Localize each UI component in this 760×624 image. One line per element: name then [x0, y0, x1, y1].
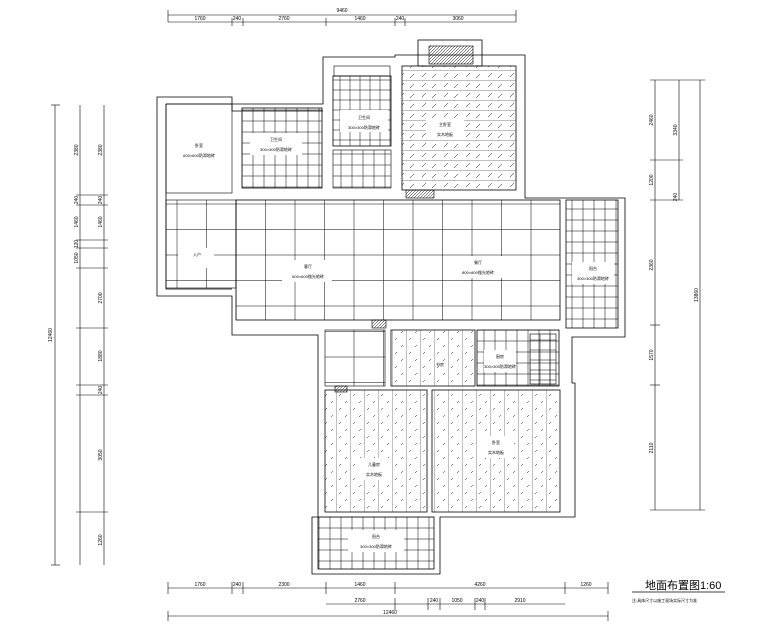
balcony-top	[417, 39, 483, 67]
top-dim-5: 240	[396, 16, 405, 22]
left-dim-8: 240	[98, 386, 104, 395]
left-dim-3b: 1460	[98, 216, 104, 227]
top-dim-1: 1760	[194, 16, 205, 22]
top-dim-2: 240	[233, 16, 242, 22]
right-dim-5: 2110	[649, 442, 655, 453]
room-spec-living: 600×600抛光地砖	[292, 273, 324, 279]
column-1	[371, 319, 387, 329]
top-dimensions	[167, 10, 517, 26]
left-dim-6: 2700	[98, 292, 104, 303]
room-spec-balcony-bottom: 300×300防滑地砖	[360, 543, 392, 549]
left-dim-1: 2380	[74, 144, 80, 155]
left-dim-1b: 2380	[98, 144, 104, 155]
room-label-kitchen: 厨房	[496, 353, 504, 359]
left-dim-2b: 240	[98, 196, 104, 205]
left-dim-7: 1880	[98, 350, 104, 361]
room-label-balcony-right: 阳台	[589, 265, 597, 271]
left-dim-3: 1460	[74, 216, 80, 227]
left-dim-4: 120	[74, 240, 80, 249]
right-inner-dim-2: 240	[673, 193, 679, 202]
room-label-childrens: 儿童房	[368, 461, 380, 467]
right-dim-2: 1200	[649, 174, 655, 185]
left-dimensions	[51, 104, 108, 566]
room-label-bathroom-1: 卫生间	[270, 136, 282, 142]
drawing-title: 地面布置图1:60	[645, 579, 721, 592]
kitchen-counter	[529, 333, 557, 385]
room-spec-bathroom-2: 300×300防滑地砖	[348, 124, 380, 130]
left-dim-5: 1050	[74, 252, 80, 263]
column-3	[334, 385, 348, 393]
bottom-total-dim: 12460	[383, 610, 397, 616]
room-label-bedroom-1: 卧室	[195, 142, 203, 148]
room-spec-bedroom-1: 600×600防滑地砖	[183, 152, 215, 158]
room-label-balcony-bottom: 阳台	[372, 533, 380, 539]
bottom-dim-5: 4260	[474, 582, 485, 588]
entry-tiles	[165, 199, 237, 289]
room-label-dining: 餐厅	[474, 259, 482, 265]
room-label-master-bedroom: 主卧室	[439, 121, 451, 127]
room-spec-kitchen: 300×300防滑地砖	[484, 363, 516, 369]
room-bedroom-top-left	[165, 103, 233, 194]
top-total-dim: 9460	[336, 8, 347, 14]
top-dim-4: 1460	[354, 16, 365, 22]
left-dim-2: 240	[74, 196, 80, 205]
room-label-study: 书房	[436, 361, 444, 367]
right-inner-dim-1: 3340	[673, 124, 679, 135]
left-total-dim: 12460	[48, 328, 54, 342]
room-childrens	[324, 389, 428, 513]
balcony-top-planter	[428, 45, 474, 65]
right-dim-4: 1570	[649, 349, 655, 360]
right-dim-1: 2460	[649, 114, 655, 125]
bottom-row2-dim-1: 2760	[354, 598, 365, 604]
right-total-dim: 13860	[694, 288, 700, 302]
right-dim-labels: 2460 1200 2360 1570 2110 3340 240 13860	[649, 114, 700, 453]
room-label-bedroom-lower: 卧室	[492, 439, 500, 445]
corridor-lower	[324, 329, 386, 387]
bottom-row2-dim-4: 240	[476, 598, 485, 604]
drawing-note: 注:具体尺寸以施工现场实际尺寸为准	[632, 597, 697, 603]
bottom-row2-dim-3: 1050	[451, 598, 462, 604]
bottom-row2-dim-5: 2910	[514, 598, 525, 604]
bottom-dim-1: 1760	[194, 582, 205, 588]
top-dim-3: 2760	[278, 16, 289, 22]
left-dim-labels: 12460 2380 2380 240 240 1460 1460 120 10…	[48, 144, 104, 545]
bottom-dim-6: 1260	[580, 582, 591, 588]
room-bedroom-lower	[431, 389, 561, 513]
room-label-entry: 入户	[193, 251, 201, 257]
right-dim-3: 2360	[649, 259, 655, 270]
room-study	[390, 329, 476, 387]
top-dim-6: 3060	[452, 16, 463, 22]
right-dimensions	[650, 79, 705, 511]
left-dim-9: 3050	[98, 449, 104, 460]
bottom-row2-dim-2: 240	[430, 598, 439, 604]
room-spec-bedroom-lower: 实木地板	[488, 449, 504, 455]
left-dim-10: 1260	[98, 534, 104, 545]
room-spec-balcony-right: 300×300防滑地砖	[577, 275, 609, 281]
bottom-dim-2: 240	[233, 582, 242, 588]
bottom-dim-4: 1460	[354, 582, 365, 588]
corridor-tiles	[332, 149, 392, 189]
column-2	[405, 189, 435, 199]
room-spec-master-bedroom: 实木地板	[437, 131, 453, 137]
room-label-living: 客厅	[304, 263, 312, 269]
room-label-bathroom-2: 卫生间	[358, 114, 370, 120]
room-spec-bathroom-1: 300×300防滑地砖	[260, 146, 292, 152]
bottom-dim-3: 2300	[278, 582, 289, 588]
room-spec-childrens: 实木地板	[366, 471, 382, 477]
room-spec-dining: 800×800抛光地砖	[462, 269, 494, 275]
bottom-dimensions	[167, 582, 609, 621]
